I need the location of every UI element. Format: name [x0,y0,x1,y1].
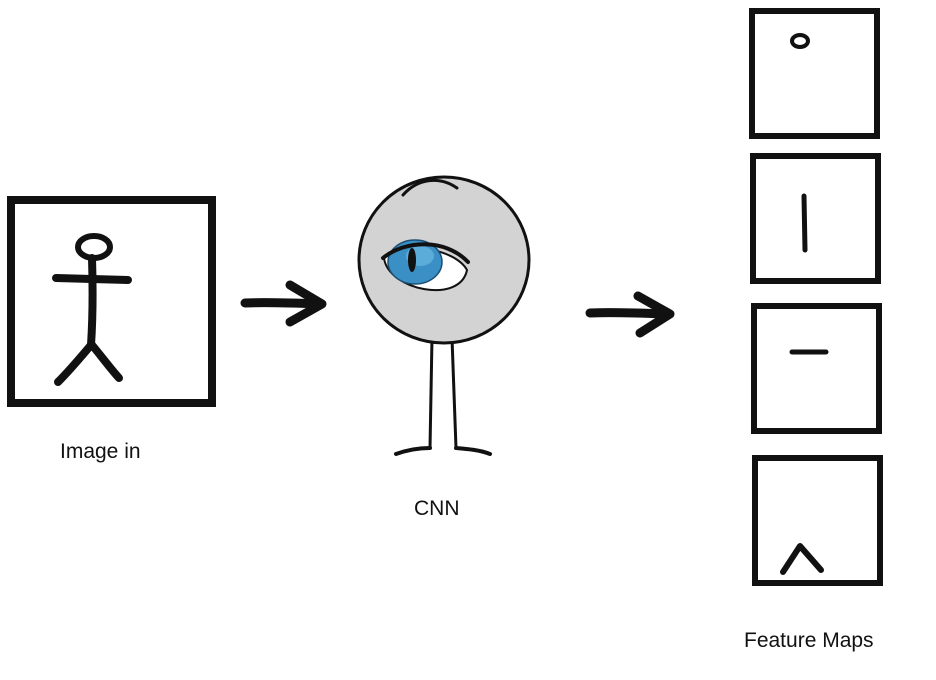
angle-feature-icon [780,543,824,575]
feature-maps-label: Feature Maps [744,629,874,652]
feature-map-horizontal-line [751,303,882,434]
cnn-robot-icon [357,175,531,456]
feature-map-stack [749,8,883,586]
feature-map-angle [752,455,883,586]
arrow-right-icon [585,291,675,338]
feature-map-circle [749,8,880,139]
vertical-line-feature-icon [801,193,808,253]
circle-feature-icon [790,33,810,49]
input-image [7,196,216,407]
arrow-right-icon [240,280,327,327]
stick-figure-icon [52,233,132,386]
cnn-label: CNN [414,497,460,520]
feature-map-vertical-line [750,153,881,284]
image-in-label: Image in [60,440,141,463]
